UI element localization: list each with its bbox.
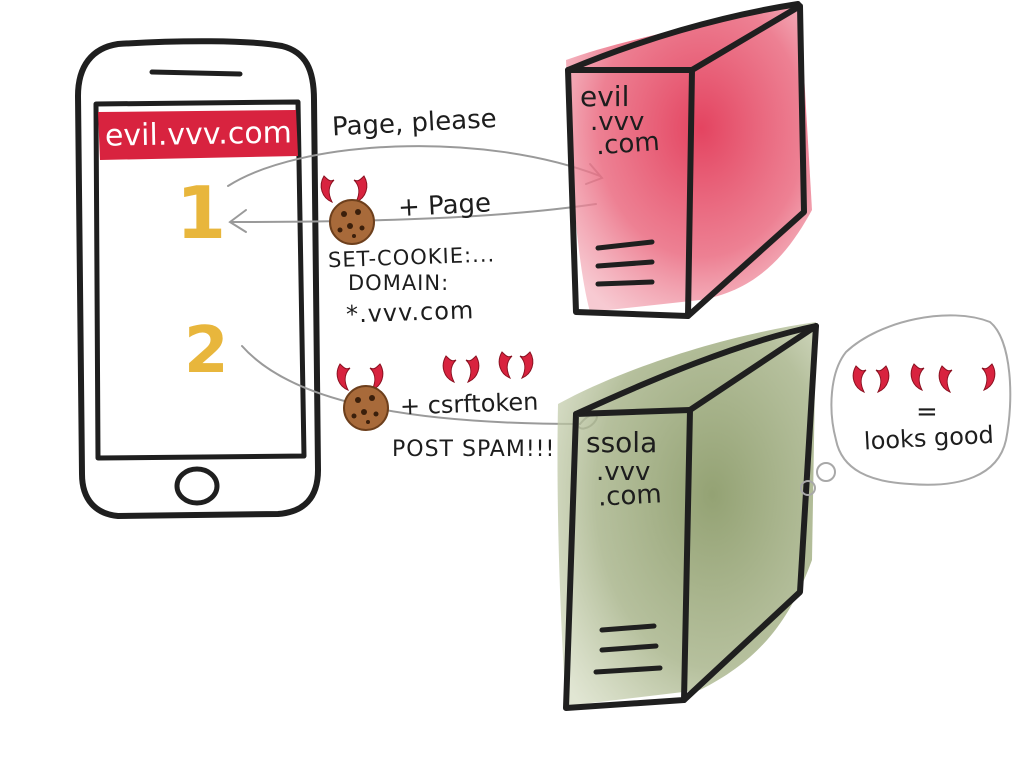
ssola-server-label-1: ssola [586, 426, 657, 459]
thought-bubble: = looks good [800, 314, 1012, 496]
set-cookie-line-3: *.vvv.com [346, 296, 475, 328]
ssola-server-vent-3 [593, 665, 663, 675]
devil-horn-icon [875, 365, 890, 393]
set-cookie-line-2: DOMAIN: [348, 271, 449, 295]
evil-server-side [685, 3, 807, 319]
evil-server-top [565, 1, 801, 73]
post-spam-label: POST SPAM!!! [392, 437, 555, 462]
devil-horn-icon [981, 363, 996, 391]
request-arrow [227, 145, 601, 187]
thought-dot-large [816, 462, 836, 482]
devil-horn-icon [519, 351, 534, 379]
phone-body [75, 38, 321, 519]
thought-cloud [830, 314, 1012, 486]
cookie-icon [329, 199, 375, 245]
csrftoken-label: + csrftoken [399, 388, 538, 421]
evil-server-vent-1 [595, 239, 655, 251]
ssola-server-label-3: .com [597, 479, 662, 512]
ssola-server-side [681, 323, 819, 703]
devil-horn-icon [498, 351, 513, 379]
response-label: + Page [397, 188, 491, 223]
address-bar [98, 110, 298, 160]
devil-horns-icon [320, 175, 368, 203]
ssola-server-label-2: .vvv [596, 457, 650, 487]
evil-server-vent-2 [595, 259, 655, 269]
step-1-number: 1 [176, 171, 226, 255]
thought-equals: = [916, 397, 938, 427]
thought-text: looks good [863, 421, 994, 456]
home-button [174, 466, 220, 506]
devil-horn-icon [442, 355, 457, 383]
address-bar-text: evil.vvv.com [105, 115, 293, 153]
phone: evil.vvv.com 1 2 [75, 38, 321, 519]
thought-dot-small [800, 480, 816, 496]
phone-screen [93, 99, 307, 461]
response-arrowhead [228, 209, 247, 233]
response-arrow [231, 203, 597, 223]
ssola-server-vent-2 [599, 643, 659, 653]
ssola-server-top [573, 323, 819, 417]
devil-horn-icon [938, 365, 953, 393]
evil-server-label-3: .com [595, 127, 661, 161]
evil-server-label-2: .vvv [590, 107, 644, 137]
evil-server-label-1: evil [580, 80, 629, 113]
evil-server: evil .vvv .com [565, 1, 812, 319]
ssola-server: ssola .vvv .com [557, 322, 819, 711]
set-cookie-line-1: SET-COOKIE:... [328, 242, 496, 272]
devil-horn-icon [852, 365, 867, 393]
cookie-icon [343, 385, 389, 431]
devil-horn-icon [910, 363, 925, 391]
evil-server-vent-3 [595, 279, 655, 287]
devil-horn-icon [465, 355, 480, 383]
devil-cookie-1 [320, 175, 375, 245]
step-2-number: 2 [184, 314, 229, 388]
ssola-server-vent-1 [599, 623, 657, 633]
request-label: Page, please [331, 104, 497, 143]
speaker-slot [149, 69, 243, 77]
devil-cookie-2 [336, 363, 389, 431]
